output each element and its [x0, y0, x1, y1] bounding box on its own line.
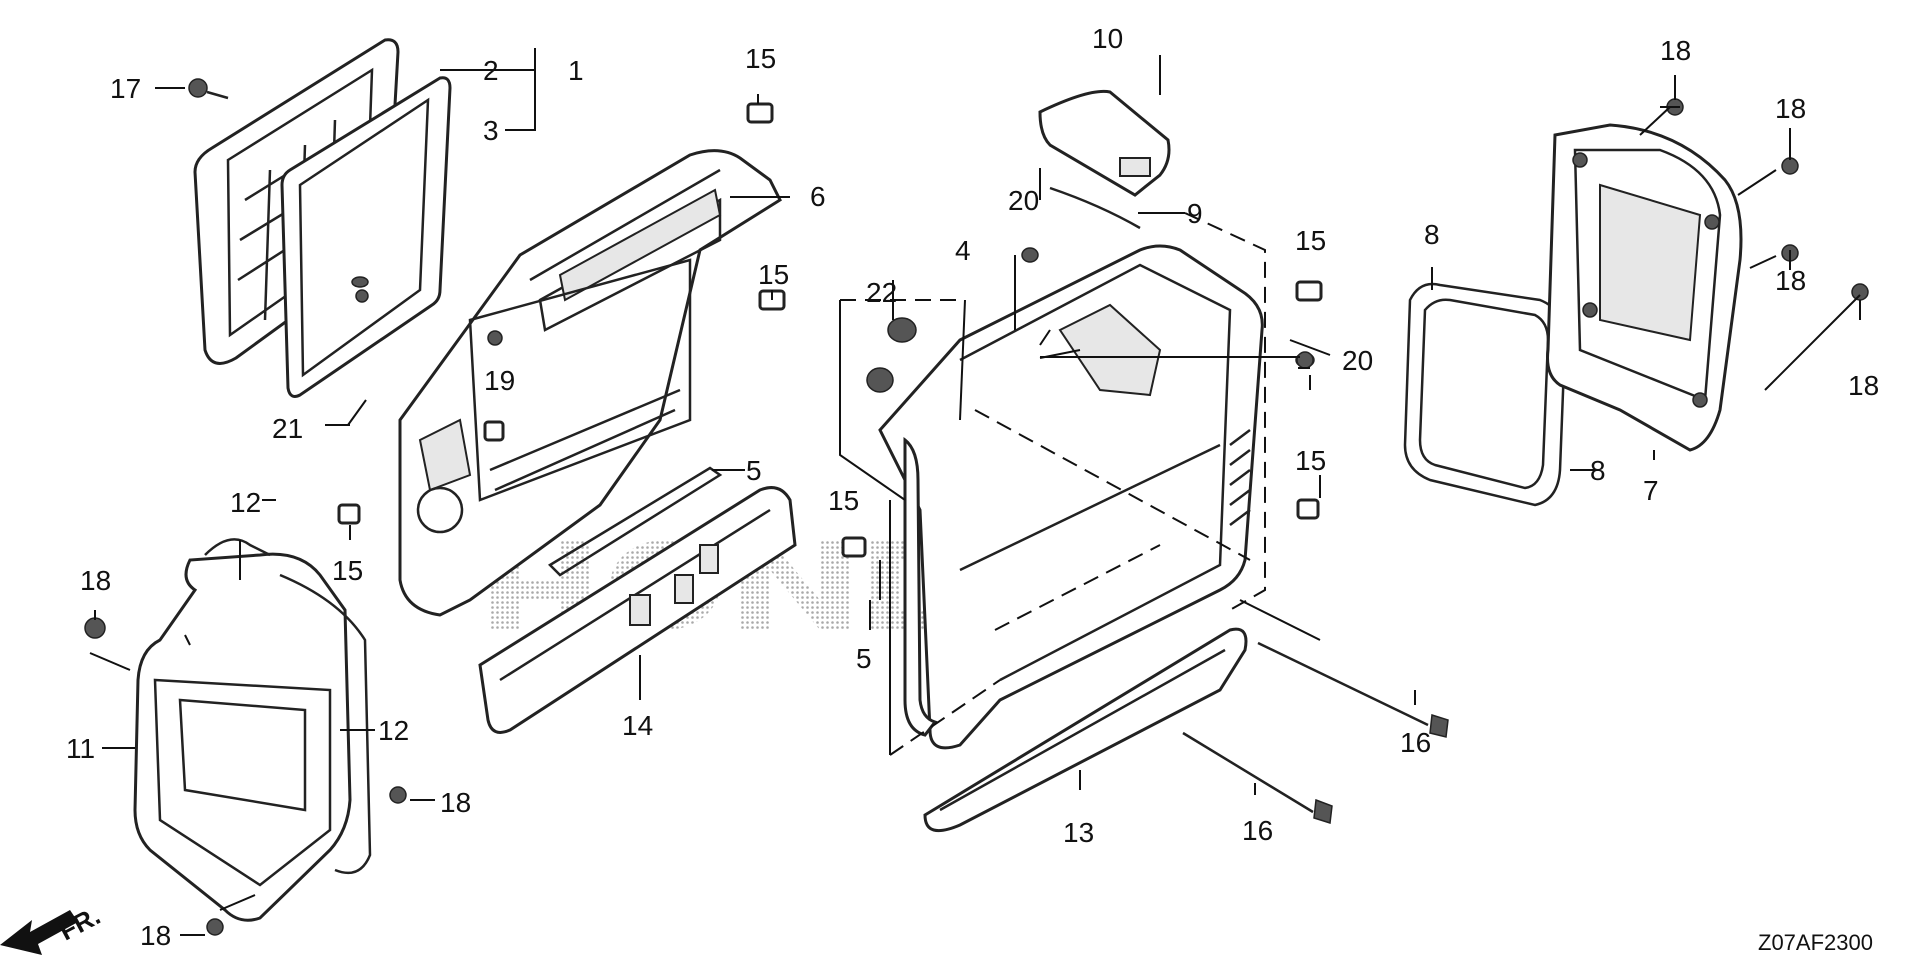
callout-15-c: 15 — [332, 555, 363, 586]
part-8-gaskets — [1403, 282, 1567, 507]
front-direction-arrow: FR. — [0, 900, 105, 955]
callout-16-left: 16 — [1242, 815, 1273, 846]
callout-5-right: 5 — [856, 643, 872, 674]
callout-22: 22 — [866, 277, 897, 308]
callout-18-g: 18 — [140, 920, 171, 951]
callout-6: 6 — [810, 181, 826, 212]
part-10-lid — [1038, 89, 1171, 230]
callout-21: 21 — [272, 413, 303, 444]
callout-18-d: 18 — [1848, 370, 1879, 401]
callout-15-a: 15 — [745, 43, 776, 74]
callout-13: 13 — [1063, 817, 1094, 848]
part-4-right-cover — [878, 244, 1315, 750]
callout-16-right: 16 — [1400, 727, 1431, 758]
callout-12-bottom: 12 — [378, 715, 409, 746]
drawing-code: Z07AF2300 — [1758, 930, 1873, 955]
part-13-bottom-trim — [923, 627, 1248, 833]
callout-1: 1 — [568, 55, 584, 86]
callout-18-c: 18 — [1775, 265, 1806, 296]
fasteners — [206, 98, 1869, 936]
callout-9: 9 — [1187, 198, 1203, 229]
callout-18-b: 18 — [1775, 93, 1806, 124]
callout-2: 2 — [483, 55, 499, 86]
callout-20-top: 20 — [1008, 185, 1039, 216]
callout-12-top: 12 — [230, 487, 261, 518]
callout-18-f: 18 — [440, 787, 471, 818]
part-11-front-panel — [84, 538, 372, 922]
callout-15-b: 15 — [758, 259, 789, 290]
callout-20-right: 20 — [1342, 345, 1373, 376]
callout-4: 4 — [955, 235, 971, 266]
callout-15-f: 15 — [1295, 445, 1326, 476]
callout-labels: 1 2 3 4 5 5 6 7 8 8 9 10 11 12 12 13 14 … — [66, 23, 1879, 951]
part-6-left-cover — [355, 149, 782, 617]
part-14-lower-cover — [478, 466, 797, 734]
leader-lines — [89, 48, 1861, 936]
callout-15-e: 15 — [1295, 225, 1326, 256]
callout-14: 14 — [622, 710, 653, 741]
callout-10: 10 — [1092, 23, 1123, 54]
part-1-cover-assembly — [188, 38, 452, 398]
callout-7: 7 — [1643, 475, 1659, 506]
callout-17: 17 — [110, 73, 141, 104]
callout-5-left: 5 — [746, 455, 762, 486]
callout-11: 11 — [66, 733, 95, 764]
direction-label: FR. — [54, 900, 105, 946]
callout-18-a: 18 — [1660, 35, 1691, 66]
callout-8-top: 8 — [1424, 219, 1440, 250]
callout-8-bottom: 8 — [1590, 455, 1606, 486]
callout-15-d: 15 — [828, 485, 859, 516]
callout-19: 19 — [484, 365, 515, 396]
callout-18-e: 18 — [80, 565, 111, 596]
clip-15-parts — [337, 102, 1323, 558]
part-7-right-cover — [1546, 123, 1743, 452]
callout-3: 3 — [483, 115, 499, 146]
